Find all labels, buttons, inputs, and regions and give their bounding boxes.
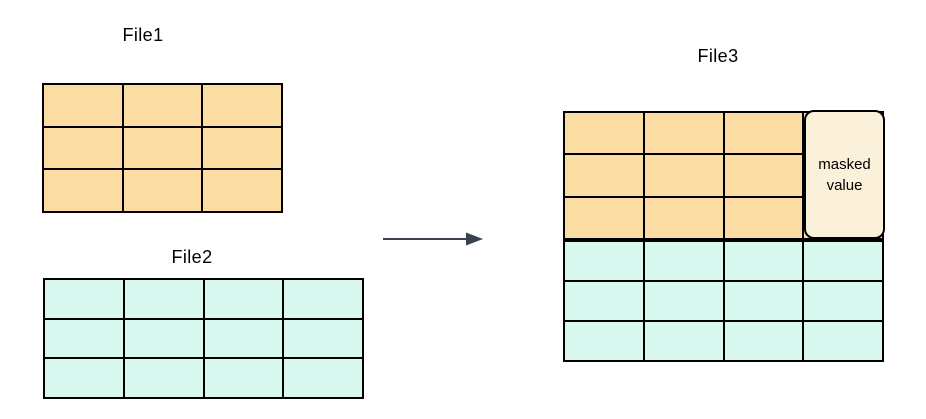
grid-cell — [723, 321, 804, 361]
grid-cell — [44, 358, 124, 398]
masked-value-label: masked value — [818, 155, 871, 194]
grid-cell — [723, 112, 804, 155]
grid-cell — [122, 126, 203, 170]
grid-cell — [564, 196, 644, 239]
grid-cell — [803, 321, 883, 361]
grid-cell — [44, 318, 124, 359]
grid-cell — [123, 358, 204, 398]
file2-label: File2 — [171, 247, 213, 267]
grid-cell — [723, 281, 804, 321]
masked-value-box: masked value — [804, 110, 885, 239]
grid-cell — [283, 279, 363, 319]
file1-label: File1 — [122, 25, 164, 45]
arrow-head — [466, 232, 483, 246]
grid-cell — [564, 112, 644, 155]
grid-cell — [564, 154, 644, 197]
grid-cell — [564, 281, 644, 321]
grid-cell — [723, 241, 804, 281]
grid-cell — [123, 318, 204, 359]
grid-cell — [564, 321, 644, 361]
grid-cell — [122, 169, 203, 212]
grid-cell — [643, 112, 724, 155]
grid-cell — [203, 358, 284, 398]
grid-cell — [283, 358, 363, 398]
file2-table — [43, 278, 364, 399]
grid-cell — [723, 154, 804, 197]
grid-cell — [643, 281, 724, 321]
merge-arrow-icon — [383, 232, 483, 246]
grid-cell — [43, 126, 123, 170]
grid-cell — [202, 84, 282, 127]
grid-cell — [203, 318, 284, 359]
grid-cell — [202, 126, 282, 170]
grid-cell — [43, 169, 123, 212]
grid-cell — [122, 84, 203, 127]
grid-cell — [202, 169, 282, 212]
grid-cell — [643, 154, 724, 197]
grid-cell — [203, 279, 284, 319]
grid-cell — [803, 281, 883, 321]
file3-table-mint-section — [563, 240, 884, 362]
file1-table — [42, 83, 283, 213]
grid-cell — [643, 321, 724, 361]
grid-cell — [643, 241, 724, 281]
grid-cell — [723, 196, 804, 239]
grid-cell — [803, 241, 883, 281]
grid-cell — [283, 318, 363, 359]
file3-label: File3 — [697, 46, 739, 66]
grid-cell — [43, 84, 123, 127]
grid-cell — [123, 279, 204, 319]
grid-cell — [643, 196, 724, 239]
grid-cell — [44, 279, 124, 319]
grid-cell — [564, 241, 644, 281]
